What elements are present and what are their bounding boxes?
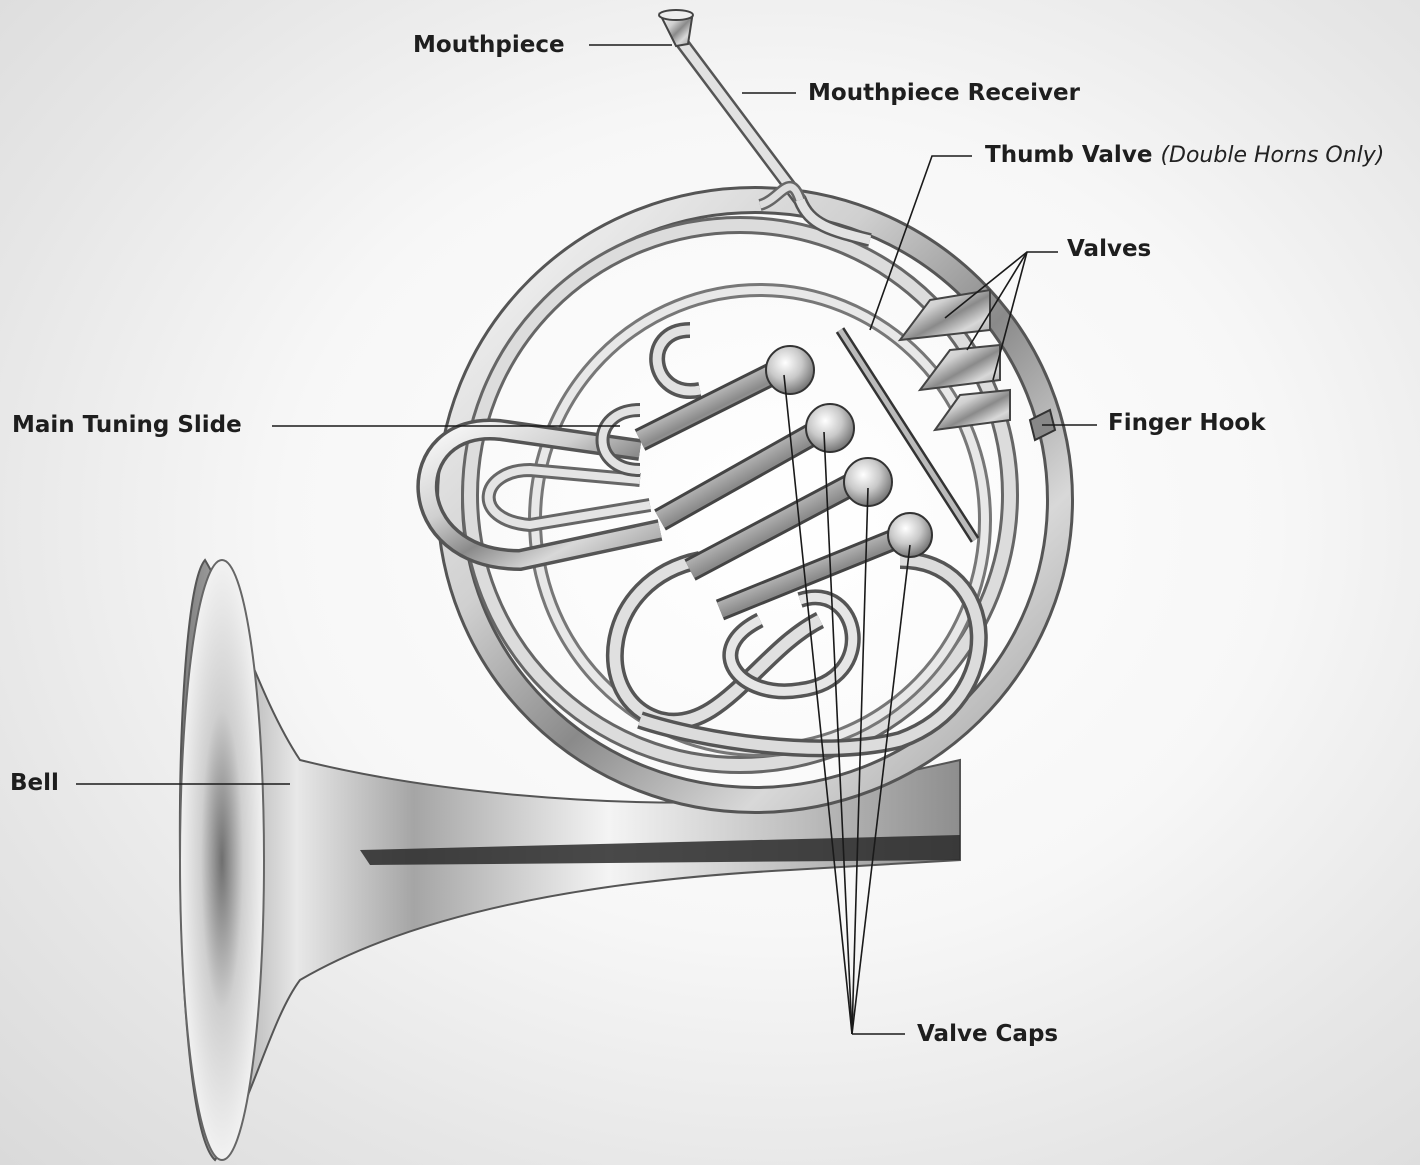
label-mouthpiece-receiver-text: Mouthpiece Receiver [808, 80, 1080, 106]
label-thumb-valve: Thumb Valve (Double Horns Only) [985, 144, 1384, 167]
label-bell: Bell [10, 772, 59, 795]
label-finger-hook: Finger Hook [1108, 412, 1266, 435]
label-bell-text: Bell [10, 770, 59, 796]
label-valve-caps-text: Valve Caps [917, 1021, 1058, 1047]
mouthpiece-shape [659, 10, 693, 46]
label-valves-text: Valves [1067, 236, 1151, 262]
label-finger-hook-text: Finger Hook [1108, 410, 1266, 436]
main-wrap-tubing [450, 200, 1060, 800]
label-mouthpiece: Mouthpiece [413, 34, 565, 57]
label-mouthpiece-text: Mouthpiece [413, 32, 565, 58]
label-valve-caps: Valve Caps [917, 1023, 1058, 1046]
label-main-tuning-slide-text: Main Tuning Slide [12, 412, 242, 438]
label-mouthpiece-receiver: Mouthpiece Receiver [808, 82, 1080, 105]
label-main-tuning-slide: Main Tuning Slide [12, 414, 242, 437]
label-valves: Valves [1067, 238, 1151, 261]
label-thumb-valve-text: Thumb Valve [985, 142, 1152, 168]
label-thumb-valve-note: (Double Horns Only) [1160, 143, 1384, 168]
